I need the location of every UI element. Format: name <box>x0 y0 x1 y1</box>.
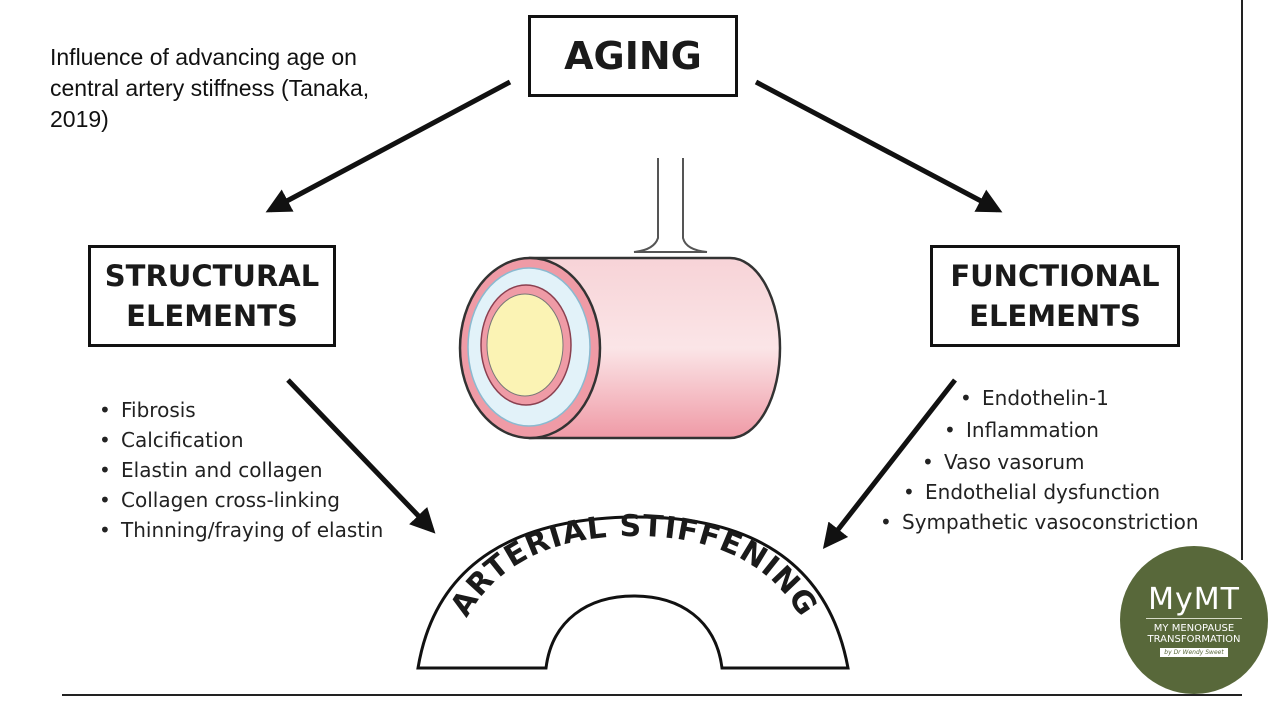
functional-elements-box: FUNCTIONAL ELEMENTS <box>930 245 1180 347</box>
list-item: Calcification <box>99 428 243 452</box>
list-item: Thinning/fraying of elastin <box>99 518 383 542</box>
list-item: Collagen cross-linking <box>99 488 340 512</box>
list-item: Endothelin-1 <box>960 386 1109 410</box>
arrow-aging-to-structural <box>265 79 512 213</box>
list-item: Elastin and collagen <box>99 458 323 482</box>
arrow-aging-to-functional <box>754 79 1003 213</box>
structural-label-line2: ELEMENTS <box>126 299 298 333</box>
arrow-functional-to-stiffening <box>822 378 957 549</box>
aging-box: AGING <box>528 15 738 97</box>
functional-label-line1: FUNCTIONAL <box>950 259 1160 293</box>
list-item: Endothelial dysfunction <box>903 480 1160 504</box>
vessel-branch <box>633 158 708 253</box>
structural-elements-box: STRUCTURAL ELEMENTS <box>88 245 336 347</box>
mymt-logo: MyMT MY MENOPAUSE TRANSFORMATION by Dr W… <box>1120 546 1268 694</box>
arrow-structural-to-stiffening <box>286 378 436 534</box>
logo-tagline: by Dr Wendy Sweet <box>1160 647 1228 657</box>
aging-label: AGING <box>564 34 702 78</box>
list-item: Inflammation <box>944 418 1099 442</box>
logo-subtitle-line1: MY MENOPAUSE <box>1153 622 1235 634</box>
structural-label-line1: STRUCTURAL <box>104 259 320 293</box>
figure-caption: Influence of advancing age on central ar… <box>50 44 370 132</box>
functional-label-line2: ELEMENTS <box>969 299 1141 333</box>
artery-cylinder-illustration <box>458 256 782 440</box>
logo-subtitle-line2: TRANSFORMATION <box>1147 633 1241 645</box>
list-item: Fibrosis <box>99 398 196 422</box>
list-item: Sympathetic vasoconstriction <box>880 510 1199 534</box>
list-item: Vaso vasorum <box>922 450 1084 474</box>
logo-brand: MyMT <box>1146 581 1242 619</box>
arterial-stiffening-arch: ARTERIAL STIFFENING <box>416 509 850 670</box>
